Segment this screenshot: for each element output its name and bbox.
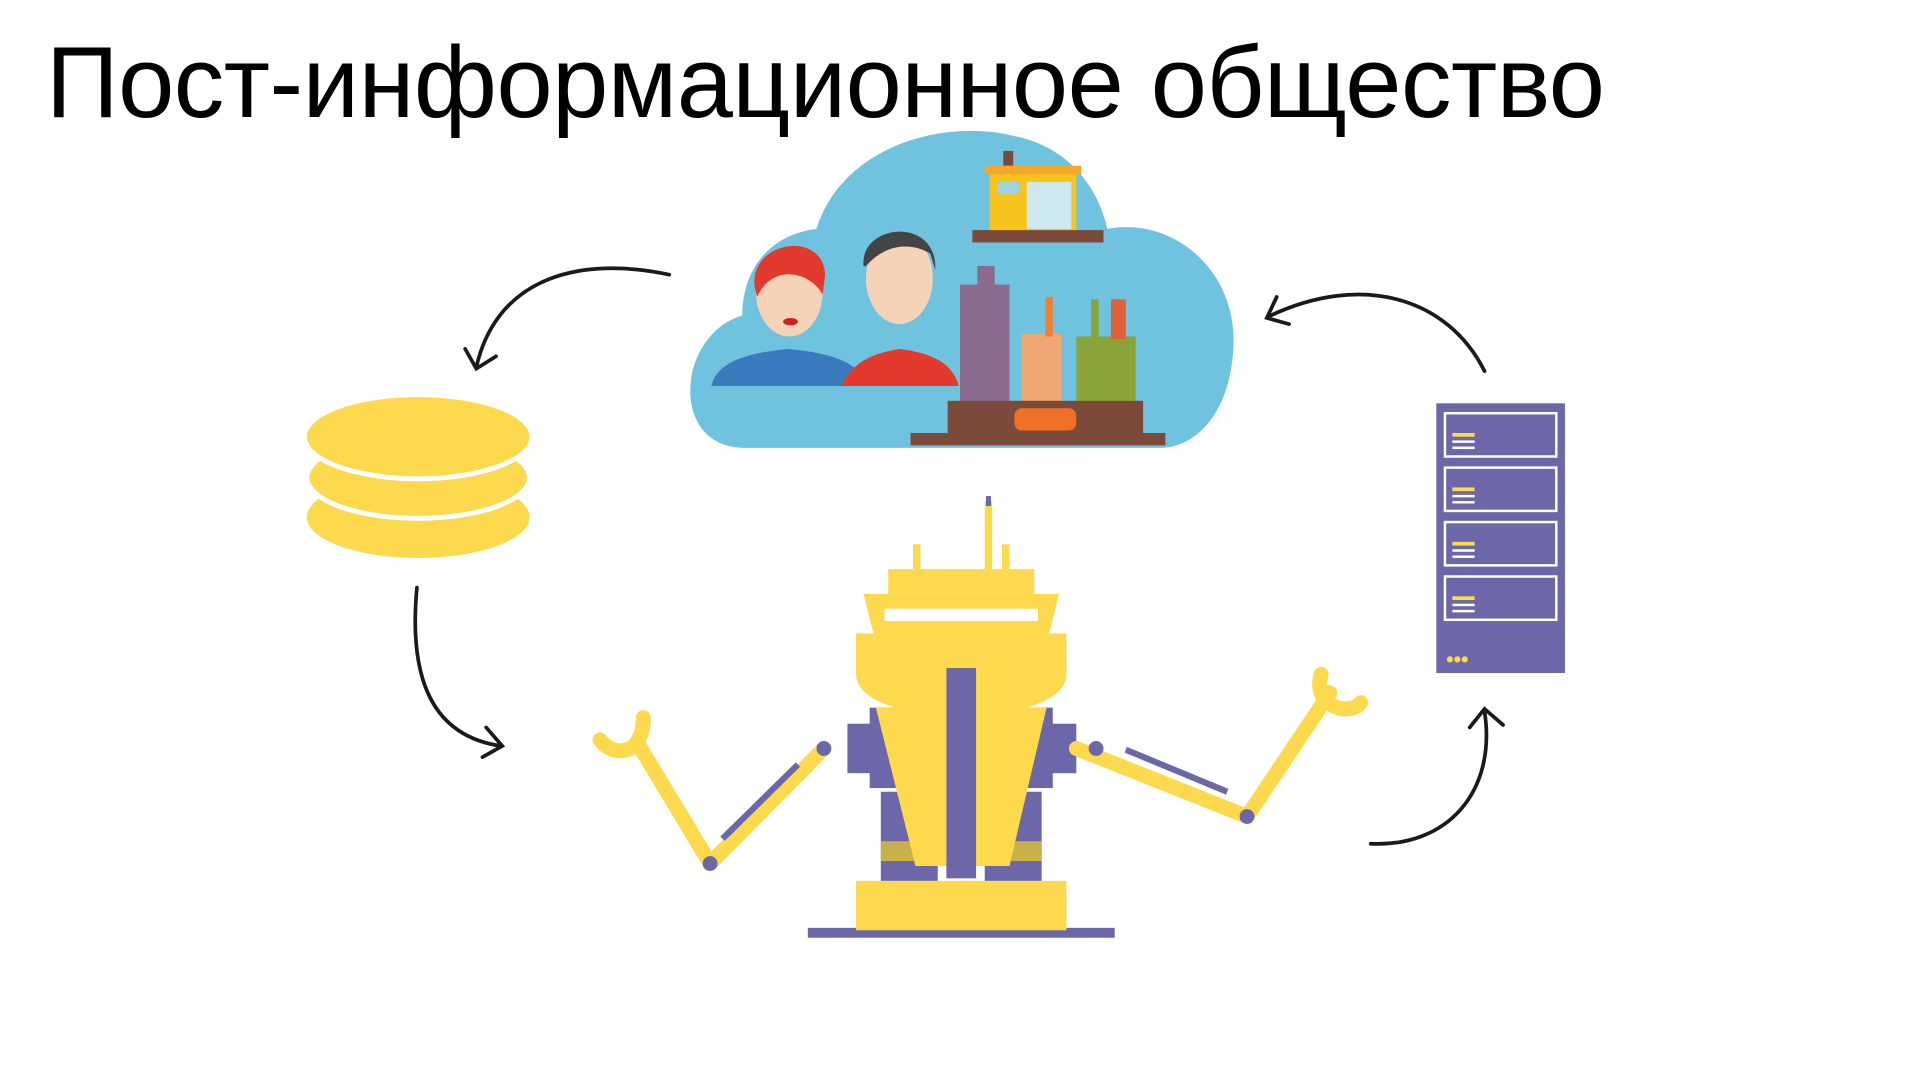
- cycle-arrow-icon: [413, 266, 1505, 846]
- coins-database-icon: [301, 392, 535, 558]
- robot-icon: [592, 496, 1369, 938]
- slide-title: Пост-информационное общество: [46, 27, 1605, 139]
- cloud-society-icon: [690, 130, 1234, 448]
- server-rack-icon: [1436, 403, 1565, 673]
